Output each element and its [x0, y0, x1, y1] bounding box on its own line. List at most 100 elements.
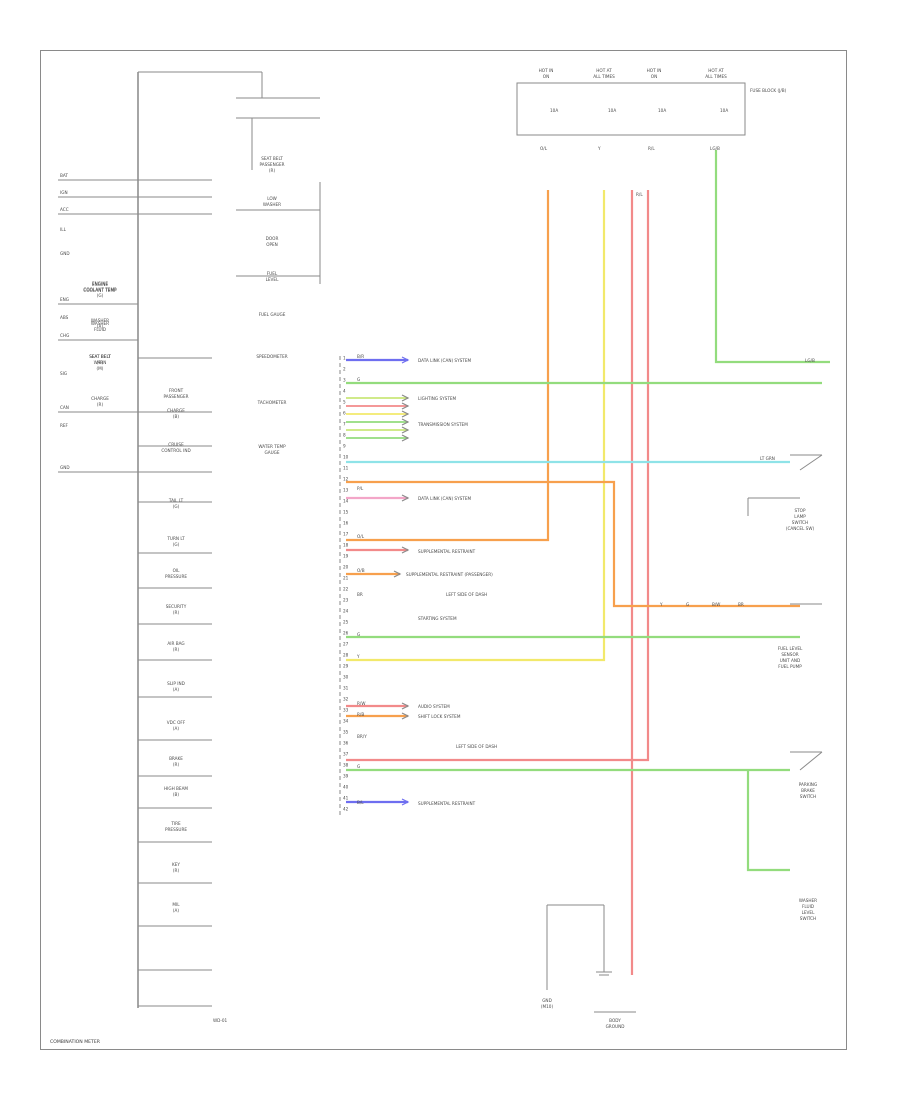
- connector-pin-number: 5: [343, 400, 346, 405]
- indicator-label: (B): [173, 414, 180, 419]
- indicator-label: ENGINE: [92, 281, 108, 286]
- gauge-label: WATER TEMP: [258, 444, 286, 449]
- connector-pin-number: 35: [343, 730, 349, 735]
- fuel-sender-label: FUEL LEVEL: [778, 646, 803, 651]
- indicator-label: AIR BAG: [167, 641, 184, 646]
- indicator-label: (A): [173, 908, 179, 913]
- stub-arrow: [401, 426, 410, 434]
- indicator-label: SLIP IND: [167, 681, 185, 686]
- ground-label: (M10): [541, 1004, 554, 1009]
- fuse-wire-code: O/L: [540, 146, 548, 151]
- indicator-label: KEY: [172, 862, 180, 867]
- wire-tag: B/L: [357, 800, 364, 805]
- wire-tag: Y: [356, 654, 360, 659]
- connector-pin-number: 27: [343, 642, 349, 647]
- connector-pin-number: 33: [343, 708, 349, 713]
- connector-pin-number: 28: [343, 653, 349, 658]
- red-arrow-706: [401, 702, 410, 710]
- connector-pin-number: 32: [343, 697, 349, 702]
- connector-pin-number: 11: [343, 466, 349, 471]
- fuse-wire-code: Y: [597, 146, 601, 151]
- gauge-label: LOW: [267, 196, 277, 201]
- body-ground-label: GROUND: [606, 1024, 625, 1029]
- gauge-lines: [236, 97, 321, 284]
- stub-arrow: [401, 418, 410, 426]
- indicator-label: (R): [173, 868, 180, 873]
- connector-pin-number: 7: [343, 422, 346, 427]
- indicator-label: TAIL LT: [168, 498, 184, 503]
- left-indicator-label: COOLANT TEMP: [83, 288, 117, 293]
- wire-tag: BR: [357, 592, 363, 597]
- gauge-label: GAUGE: [264, 450, 279, 455]
- indicator-label: (A): [173, 726, 179, 731]
- cluster-input-label: REF: [60, 423, 69, 428]
- indicator-label: OIL: [173, 568, 181, 573]
- indicator-label: CHARGE: [167, 408, 185, 413]
- blue-arrow-bottom: [401, 798, 410, 806]
- connector-pin-number: 8: [343, 433, 346, 438]
- fuse-column-label: ON: [651, 74, 657, 79]
- indicator-label: (G): [173, 504, 180, 509]
- left-indicator-label: (R): [97, 360, 104, 365]
- fuse-rating: 10A: [550, 108, 558, 113]
- cluster-input-label: GND: [60, 251, 70, 256]
- connector-pin-number: 38: [343, 763, 349, 768]
- connector-pin-number: 42: [343, 807, 349, 812]
- system-label: LIGHTING SYSTEM: [418, 396, 457, 401]
- green-wire-washer: [746, 770, 790, 872]
- red-wire-2: [346, 190, 650, 762]
- gauge-label: FUEL GAUGE: [259, 312, 286, 317]
- gauge-label: DOOR: [266, 236, 279, 241]
- indicator-label: FLUID: [94, 327, 106, 332]
- ground-label: GND: [542, 998, 552, 1003]
- left-indicator-label: ENGINE: [92, 282, 108, 287]
- gauge-label: SEAT BELT: [261, 156, 283, 161]
- indicator-label: FRONT: [169, 388, 184, 393]
- cluster-input-label: CAN: [60, 405, 69, 410]
- left-indicator-label: SEAT BELT: [89, 354, 111, 359]
- fuel-sender-label: SENSOR: [781, 652, 798, 657]
- gauge-label: (R): [269, 168, 276, 173]
- parking-brake-label: PARKING: [799, 782, 817, 787]
- indicator-label: CRUISE: [168, 442, 184, 447]
- system-label: SHIFT LOCK SYSTEM: [418, 714, 461, 719]
- orange-wire-2: [346, 480, 800, 608]
- gauge-label: LEVEL: [266, 277, 279, 282]
- left-input-lines: [58, 179, 212, 473]
- gauge-label: PASSENGER: [259, 162, 284, 167]
- indicator-label: (R): [173, 762, 180, 767]
- wire-tag: P/L: [357, 486, 364, 491]
- orange-wire: [346, 190, 550, 542]
- indicator-label: BRAKE: [169, 756, 183, 761]
- connector-pin-number: 9: [343, 444, 346, 449]
- indicator-label: HIGH BEAM: [164, 786, 188, 791]
- indicator-label: SEAT BELT: [89, 354, 111, 359]
- wire-tag: BR: [738, 602, 744, 607]
- stop-lamp-label: STOP: [794, 508, 806, 513]
- connector-pin-number: 21: [343, 576, 349, 581]
- fuse-column-label: HOT AT: [596, 68, 612, 73]
- connector-pin-number: 23: [343, 598, 349, 603]
- fuse-column-label: HOT IN: [647, 68, 662, 73]
- cluster-input-label: BAT: [60, 173, 68, 178]
- stub-arrow: [401, 410, 410, 418]
- fuse-column-label: ON: [543, 74, 549, 79]
- system-label: SUPPLEMENTAL RESTRAINT: [418, 801, 476, 806]
- connector-pin-number: 41: [343, 796, 349, 801]
- washer-switch-label: WASHER: [799, 898, 817, 903]
- connector-pin-number: 20: [343, 565, 349, 570]
- stop-lamp-label: SWITCH: [792, 520, 808, 525]
- indicator-label: (M): [97, 366, 104, 371]
- cluster-input-label: ILL: [60, 227, 67, 232]
- fuse-column-label: HOT AT: [708, 68, 724, 73]
- wire-tag: Y: [659, 602, 663, 607]
- connector-pin-number: 29: [343, 664, 349, 669]
- connector-pin-number: 24: [343, 609, 349, 614]
- connector-pin-number: 34: [343, 719, 349, 724]
- connector-pin-number: 31: [343, 686, 349, 691]
- connector-pin-number: 19: [343, 554, 349, 559]
- indicator-label: PRESSURE: [165, 827, 187, 832]
- fuel-sender-label: FUEL PUMP: [778, 664, 802, 669]
- page-code: WD-01: [213, 1018, 228, 1023]
- gauge-label: WASHER: [263, 202, 281, 207]
